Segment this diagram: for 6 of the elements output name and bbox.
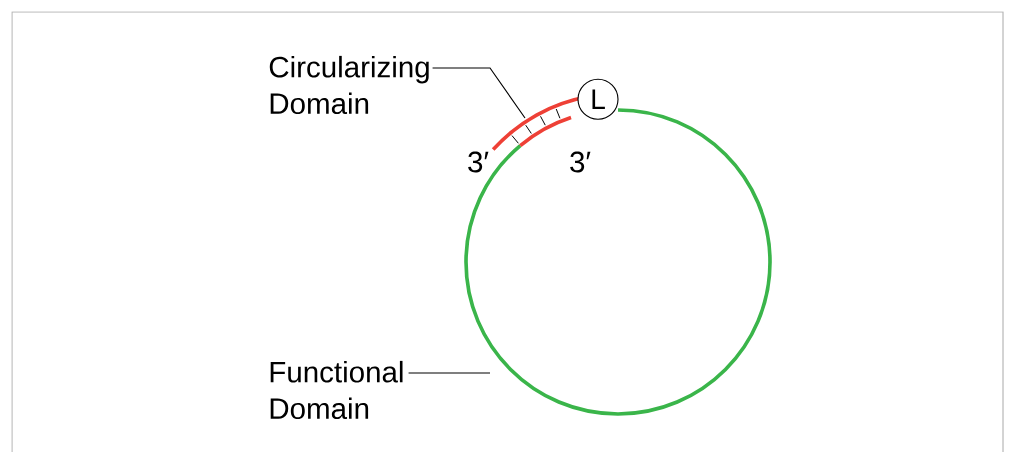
domain-label: Circularizing Domain bbox=[269, 55, 429, 115]
strand-end-label: 3′ bbox=[468, 151, 489, 173]
domain-label: Functional Domain bbox=[270, 360, 403, 420]
leader-line bbox=[408, 372, 491, 374]
leader-line bbox=[432, 67, 526, 119]
strand-end-label: 3′ bbox=[570, 151, 591, 173]
